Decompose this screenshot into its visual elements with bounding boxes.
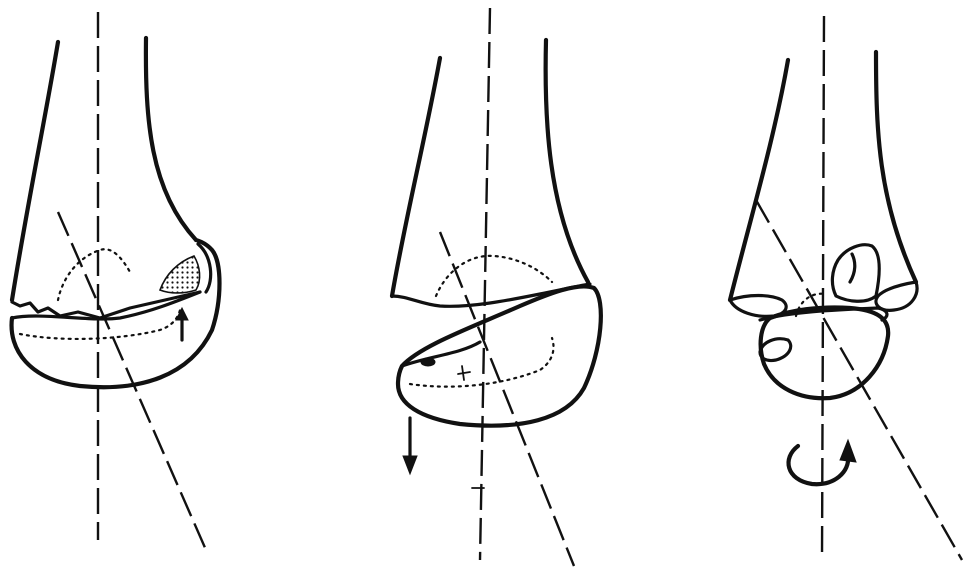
middle-small-hole (421, 358, 435, 366)
panel-right (730, 16, 962, 560)
panel-middle (392, 8, 601, 566)
down-arrow (403, 418, 417, 474)
middle-distal-fragment (398, 286, 601, 425)
left-shaft-right-outline (146, 38, 196, 240)
left-fracture-line (12, 292, 200, 318)
middle-vertical-axis (480, 8, 490, 560)
middle-oblique-axis (440, 232, 574, 566)
left-shaft-left-outline (12, 42, 58, 300)
right-condyle-right (876, 282, 917, 310)
middle-dotted-contour (436, 256, 552, 296)
up-arrow (176, 308, 188, 340)
panel-left (12, 12, 220, 550)
middle-shaft-right-outline (546, 40, 588, 282)
left-fragment-inner (198, 244, 211, 292)
middle-fracture-line (392, 284, 590, 306)
right-oblique-axis (756, 200, 962, 560)
right-shaft-left-outline (730, 60, 788, 300)
right-top-fragment (832, 245, 879, 302)
right-shaft-right-outline (876, 52, 916, 282)
middle-inner-mark (458, 366, 470, 380)
middle-shaft-left-outline (392, 58, 440, 296)
right-top-fragment-line (850, 254, 855, 282)
left-dotted-lower (20, 310, 180, 339)
left-hatched-region (160, 256, 200, 293)
right-vertical-axis (822, 16, 824, 560)
right-small-lobe (760, 339, 791, 361)
